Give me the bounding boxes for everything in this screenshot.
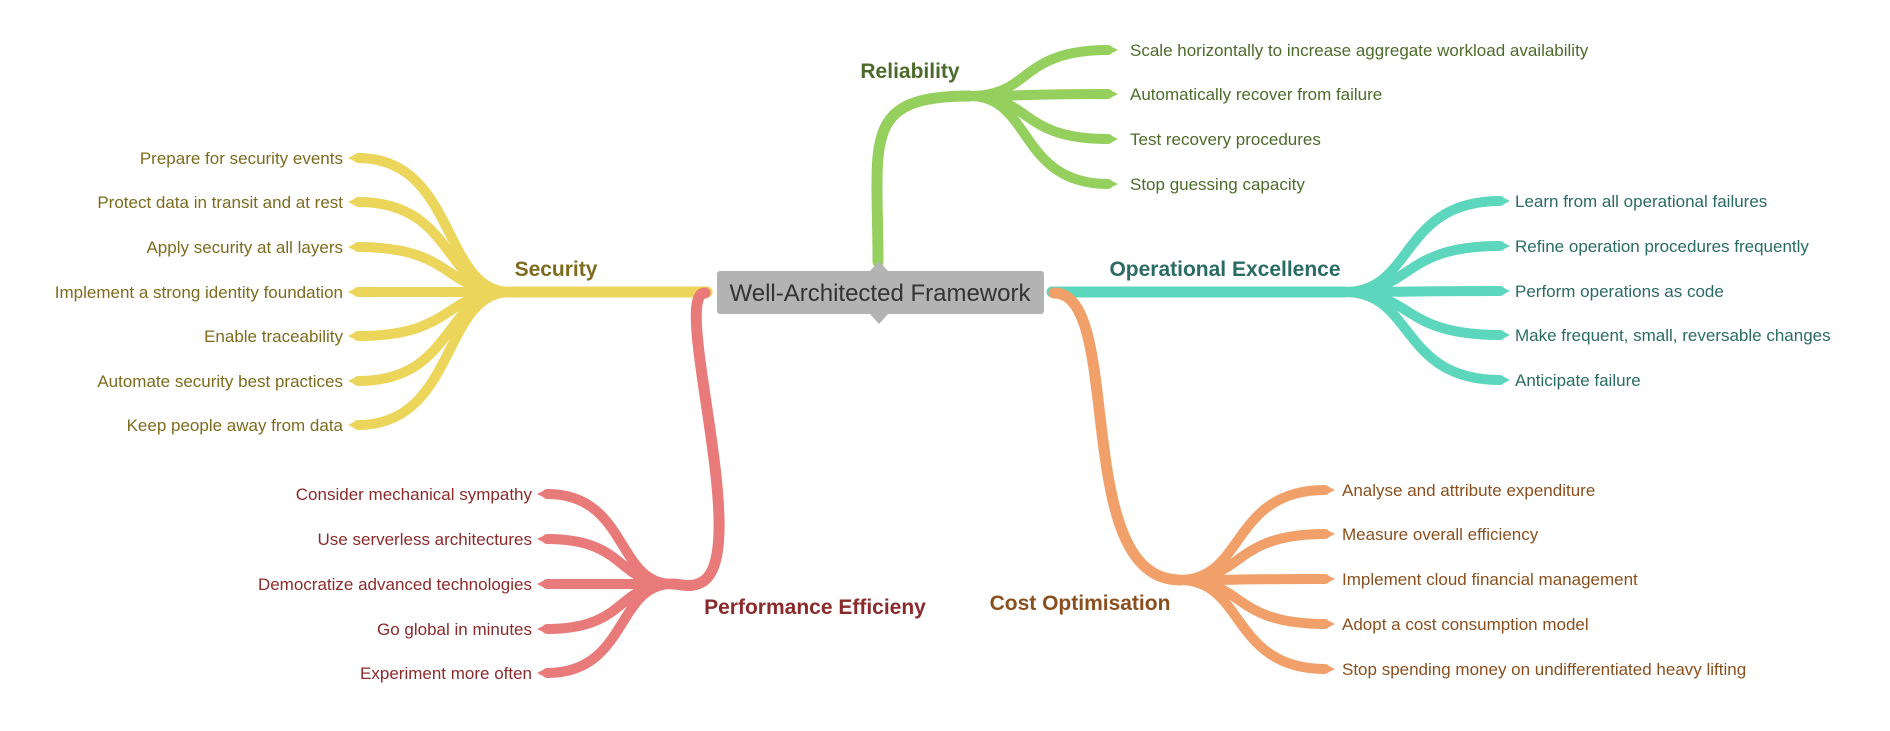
performance_efficiency-item[interactable]: Consider mechanical sympathy (296, 485, 533, 504)
reliability-title[interactable]: Reliability (860, 60, 960, 83)
root-notch-bottom (870, 314, 888, 324)
reliability-leaf-arrow (1108, 179, 1118, 189)
cost_optimisation-leaf-arrow (1325, 529, 1335, 539)
performance_efficiency-item[interactable]: Use serverless architectures (318, 530, 532, 549)
cost_optimisation-item[interactable]: Implement cloud financial management (1342, 570, 1638, 589)
security-leaf-arrow (348, 197, 358, 207)
operational_excellence-leaf-arrow (1500, 286, 1510, 296)
operational_excellence-leaf-arrow (1500, 196, 1510, 206)
security-leaf-connector (353, 242, 515, 297)
cost_optimisation-item[interactable]: Analyse and attribute expenditure (1342, 481, 1595, 500)
reliability-item[interactable]: Scale horizontally to increase aggregate… (1130, 41, 1589, 60)
performance_efficiency-trunk (666, 287, 725, 592)
cost_optimisation-item[interactable]: Measure overall efficiency (1342, 525, 1539, 544)
performance_efficiency-leaf-connector (542, 534, 677, 589)
security-leaf-arrow (348, 420, 358, 430)
reliability-hub-arrow (966, 91, 976, 101)
reliability-leaf-arrow (1108, 89, 1118, 99)
connectors (348, 45, 1510, 678)
performance_efficiency-leaf-connector (542, 579, 677, 678)
operational_excellence-hub-arrow (1341, 287, 1351, 297)
performance_efficiency-leaf-arrow (537, 489, 547, 499)
reliability-item[interactable]: Test recovery procedures (1130, 130, 1321, 149)
cost_optimisation-trunk (1048, 287, 1186, 586)
performance_efficiency-leaf-arrow (537, 668, 547, 678)
performance_efficiency-item[interactable]: Experiment more often (360, 664, 532, 683)
security-leaf-arrow (348, 287, 358, 297)
root-notch-top (870, 261, 888, 271)
operational_excellence-title[interactable]: Operational Excellence (1109, 258, 1340, 281)
cost_optimisation-leaf-arrow (1325, 619, 1335, 629)
cost_optimisation-leaf-arrow (1325, 485, 1335, 495)
security-leaf-arrow (348, 331, 358, 341)
labels: Scale horizontally to increase aggregate… (55, 41, 1831, 683)
reliability-leaf-connector (965, 91, 1113, 189)
security-leaf-arrow (348, 376, 358, 386)
cost_optimisation-leaf-arrow (1325, 574, 1335, 584)
reliability-leaf-arrow (1108, 134, 1118, 144)
security-item[interactable]: Enable traceability (204, 327, 343, 346)
security-item[interactable]: Automate security best practices (97, 372, 343, 391)
security-leaf-arrow (348, 153, 358, 163)
operational_excellence-item[interactable]: Make frequent, small, reversable changes (1515, 326, 1831, 345)
cost_optimisation-title[interactable]: Cost Optimisation (990, 592, 1171, 615)
reliability-trunk (871, 90, 976, 268)
cost_optimisation-item[interactable]: Adopt a cost consumption model (1342, 615, 1589, 634)
operational_excellence-leaf-connector (1340, 241, 1505, 297)
security-item[interactable]: Keep people away from data (127, 416, 344, 435)
security-item[interactable]: Prepare for security events (140, 149, 343, 168)
performance_efficiency-item[interactable]: Democratize advanced technologies (258, 575, 532, 594)
security-item[interactable]: Implement a strong identity foundation (55, 283, 343, 302)
reliability-item[interactable]: Automatically recover from failure (1130, 85, 1382, 104)
security-item[interactable]: Protect data in transit and at rest (97, 193, 343, 212)
root-node[interactable]: Well-Architected Framework (717, 261, 1044, 324)
operational_excellence-leaf-connector (1340, 287, 1505, 385)
security-leaf-connector (353, 287, 515, 430)
performance_efficiency-leaf-arrow (537, 534, 547, 544)
performance_efficiency-title[interactable]: Performance Efficieny (704, 596, 926, 619)
operational_excellence-item[interactable]: Refine operation procedures frequently (1515, 237, 1809, 256)
root-title: Well-Architected Framework (730, 280, 1032, 307)
security-leaf-connector (353, 153, 515, 297)
security-title[interactable]: Security (515, 258, 598, 281)
security-hub-arrow (504, 287, 514, 297)
operational_excellence-leaf-arrow (1500, 330, 1510, 340)
cost_optimisation-leaf-arrow (1325, 664, 1335, 674)
operational_excellence-leaf-arrow (1500, 241, 1510, 251)
security-item[interactable]: Apply security at all layers (146, 238, 343, 257)
cost_optimisation-leaf-connector (1175, 529, 1330, 585)
root-box (717, 271, 1044, 314)
cost_optimisation-hub-arrow (1176, 575, 1186, 585)
performance_efficiency-leaf-arrow (537, 624, 547, 634)
operational_excellence-item[interactable]: Perform operations as code (1515, 282, 1724, 301)
reliability-leaf-arrow (1108, 45, 1118, 55)
performance_efficiency-item[interactable]: Go global in minutes (377, 620, 532, 639)
cost_optimisation-item[interactable]: Stop spending money on undifferentiated … (1342, 660, 1746, 679)
security-leaf-arrow (348, 242, 358, 252)
operational_excellence-leaf-arrow (1500, 375, 1510, 385)
operational_excellence-item[interactable]: Anticipate failure (1515, 371, 1641, 390)
operational_excellence-item[interactable]: Learn from all operational failures (1515, 192, 1767, 211)
cost_optimisation-leaf-connector (1175, 575, 1330, 674)
performance_efficiency-leaf-arrow (537, 579, 547, 589)
reliability-item[interactable]: Stop guessing capacity (1130, 175, 1305, 194)
performance_efficiency-hub-arrow (666, 579, 676, 589)
